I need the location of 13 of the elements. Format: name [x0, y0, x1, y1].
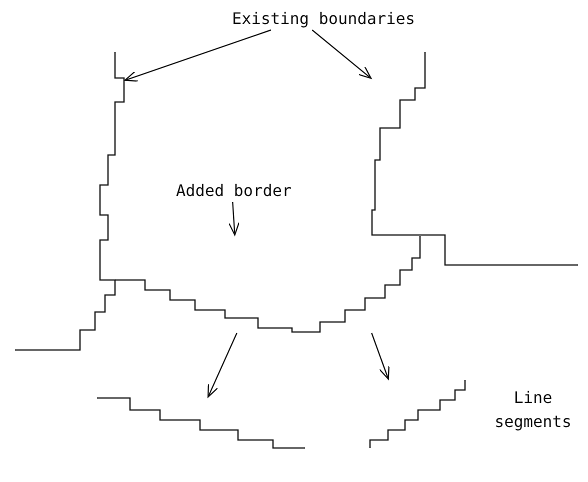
callout-text: Existing boundaries: [232, 8, 416, 30]
arrow: [312, 30, 372, 79]
arrow: [208, 332, 238, 398]
staircase-line: [114, 235, 421, 333]
arrow: [124, 29, 272, 82]
part-label: Line segments: [493, 387, 573, 433]
staircase-line: [369, 379, 466, 449]
callout-text: Added border: [176, 180, 292, 202]
staircase-line: [96, 397, 306, 449]
arrow: [228, 202, 240, 236]
staircase-line: [14, 51, 125, 351]
staircase-line: [371, 51, 579, 266]
arrow: [371, 332, 390, 380]
